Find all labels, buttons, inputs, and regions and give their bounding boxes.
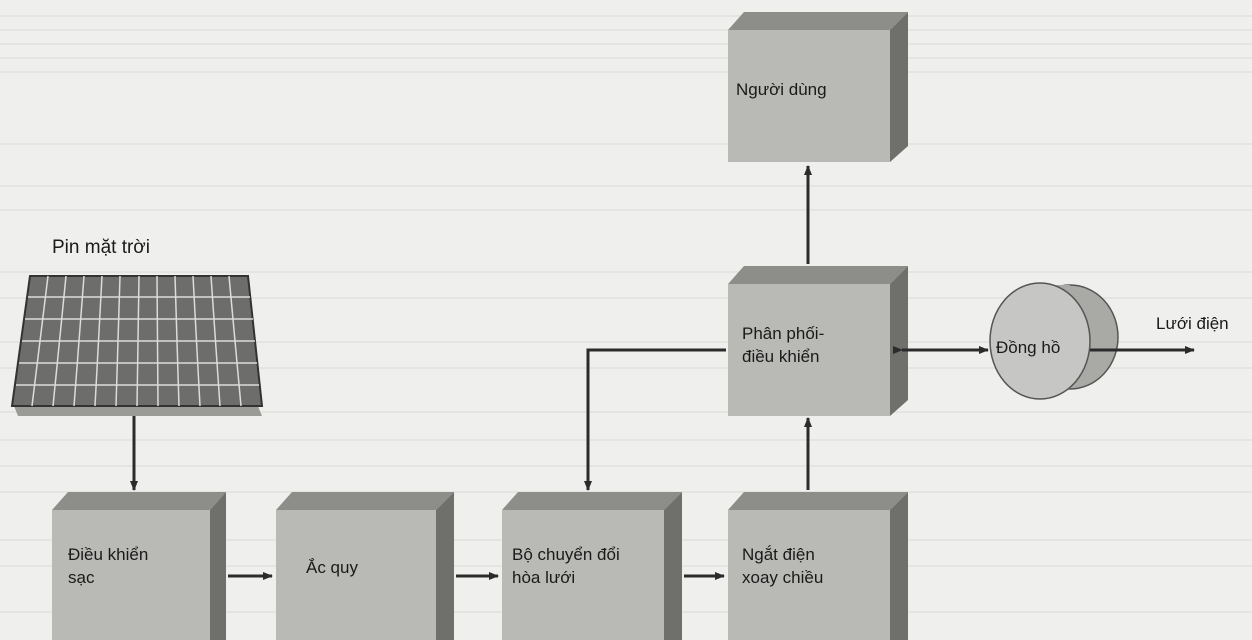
solar-panel-icon <box>10 275 264 416</box>
connectors <box>130 165 1195 580</box>
label-grid-inverter-line1: Bộ chuyển đổi <box>512 545 620 564</box>
box-user <box>728 12 908 162</box>
box-grid-inverter <box>502 492 682 640</box>
label-charge-controller-line2: sạc <box>68 568 95 587</box>
label-grid: Lưới điện <box>1156 314 1229 333</box>
box-battery <box>276 492 454 640</box>
label-battery: Ắc quy <box>306 558 358 577</box>
meter-drum-icon <box>989 282 1119 400</box>
box-ac-breaker <box>728 492 908 640</box>
arrow-distribution-to-inverter <box>584 348 726 491</box>
box-charge-controller <box>52 492 226 640</box>
label-grid-inverter: Bộ chuyển đổi hòa lưới <box>512 543 620 589</box>
label-ac-breaker: Ngắt điện xoay chiều <box>742 543 823 589</box>
label-distribution-line2: điều khiển <box>742 347 820 366</box>
label-grid-inverter-line2: hòa lưới <box>512 568 576 587</box>
label-charge-controller: Điều khiển sạc <box>68 543 148 589</box>
box-distribution <box>728 266 908 416</box>
label-solar-panel: Pin mặt trời <box>52 237 150 258</box>
label-distribution: Phân phối- điều khiển <box>742 322 824 368</box>
label-charge-controller-line1: Điều khiển <box>68 545 149 564</box>
label-user: Người dùng <box>736 80 827 99</box>
label-ac-breaker-line2: xoay chiều <box>742 568 824 587</box>
label-ac-breaker-line1: Ngắt điện <box>742 545 815 564</box>
label-meter: Đồng hồ <box>996 338 1061 357</box>
label-distribution-line1: Phân phối- <box>742 324 825 343</box>
